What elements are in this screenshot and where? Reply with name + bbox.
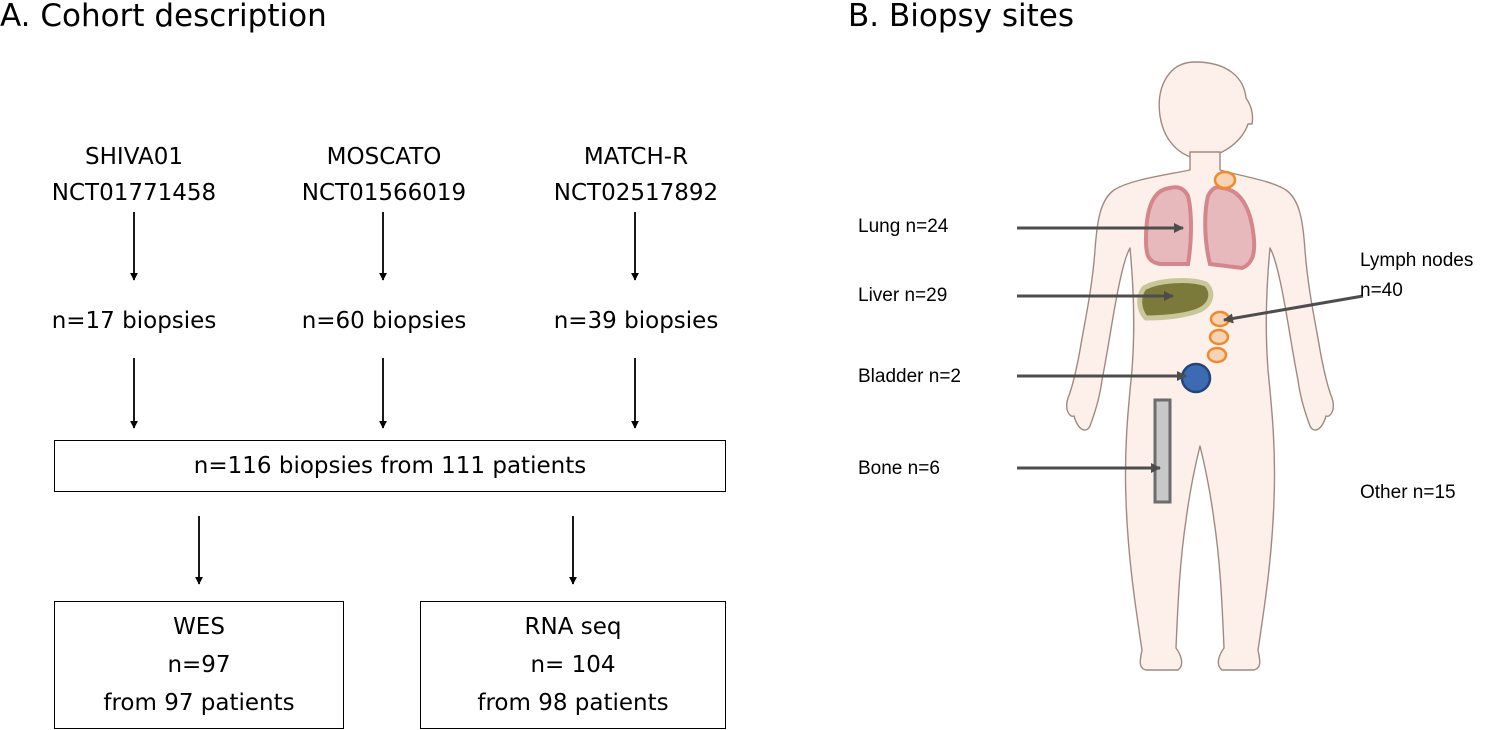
panel-b-title: B. Biopsy sites bbox=[848, 0, 1074, 34]
abdominal-lymph-node bbox=[1206, 346, 1228, 364]
total-biopsies-label: n=116 biopsies from 111 patients bbox=[193, 453, 587, 479]
trial-moscato: MOSCATO NCT01566019 bbox=[274, 139, 494, 211]
biopsy-count-moscato: n=60 biopsies bbox=[301, 308, 467, 334]
bladder bbox=[1180, 362, 1212, 394]
biopsy-count-match-r: n=39 biopsies bbox=[553, 308, 719, 334]
label-liver: Liver n=29 bbox=[858, 285, 948, 306]
rnaseq-label: RNA seq bbox=[524, 614, 622, 640]
right-lung bbox=[1203, 185, 1257, 271]
rnaseq-box: RNA seq n= 104 from 98 patients bbox=[420, 601, 726, 729]
wes-label: WES bbox=[173, 614, 225, 640]
rnaseq-patients: from 98 patients bbox=[477, 690, 669, 716]
trial-name: MOSCATO bbox=[326, 144, 442, 170]
trial-shiva01: SHIVA01 NCT01771458 bbox=[24, 139, 244, 211]
label-lymph-nodes: Lymph nodes n=40 bbox=[1360, 246, 1473, 306]
biopsy-count-shiva01: n=17 biopsies bbox=[51, 308, 217, 334]
trial-id: NCT02517892 bbox=[553, 180, 719, 206]
human-body bbox=[1065, 61, 1335, 671]
rnaseq-count: n= 104 bbox=[530, 652, 616, 678]
total-biopsies-box: n=116 biopsies from 111 patients bbox=[54, 440, 726, 492]
neck-lymph-node bbox=[1213, 170, 1237, 190]
wes-patients: from 97 patients bbox=[103, 690, 295, 716]
arrow-lymph-nodes bbox=[1223, 294, 1364, 324]
label-lymph-nodes-line1: Lymph nodes bbox=[1360, 250, 1474, 271]
trial-name: SHIVA01 bbox=[85, 144, 183, 170]
trial-id: NCT01771458 bbox=[51, 180, 217, 206]
left-lung bbox=[1143, 185, 1193, 266]
panel-a-title: A. Cohort description bbox=[0, 0, 327, 34]
label-bladder: Bladder n=2 bbox=[858, 366, 961, 387]
trial-name: MATCH-R bbox=[583, 144, 689, 170]
bone bbox=[1153, 398, 1172, 504]
trial-id: NCT01566019 bbox=[301, 180, 467, 206]
wes-count: n=97 bbox=[167, 652, 231, 678]
abdominal-lymph-node bbox=[1208, 328, 1230, 346]
torso bbox=[1065, 151, 1335, 671]
wes-box: WES n=97 from 97 patients bbox=[54, 601, 344, 729]
liver bbox=[1137, 278, 1214, 321]
head bbox=[1158, 61, 1254, 159]
label-lung: Lung n=24 bbox=[858, 216, 949, 237]
label-lymph-nodes-line2: n=40 bbox=[1360, 280, 1403, 301]
trial-match-r: MATCH-R NCT02517892 bbox=[526, 139, 746, 211]
panel-a-arrows bbox=[130, 212, 639, 585]
label-other: Other n=15 bbox=[1360, 482, 1456, 503]
label-bone: Bone n=6 bbox=[858, 458, 940, 479]
